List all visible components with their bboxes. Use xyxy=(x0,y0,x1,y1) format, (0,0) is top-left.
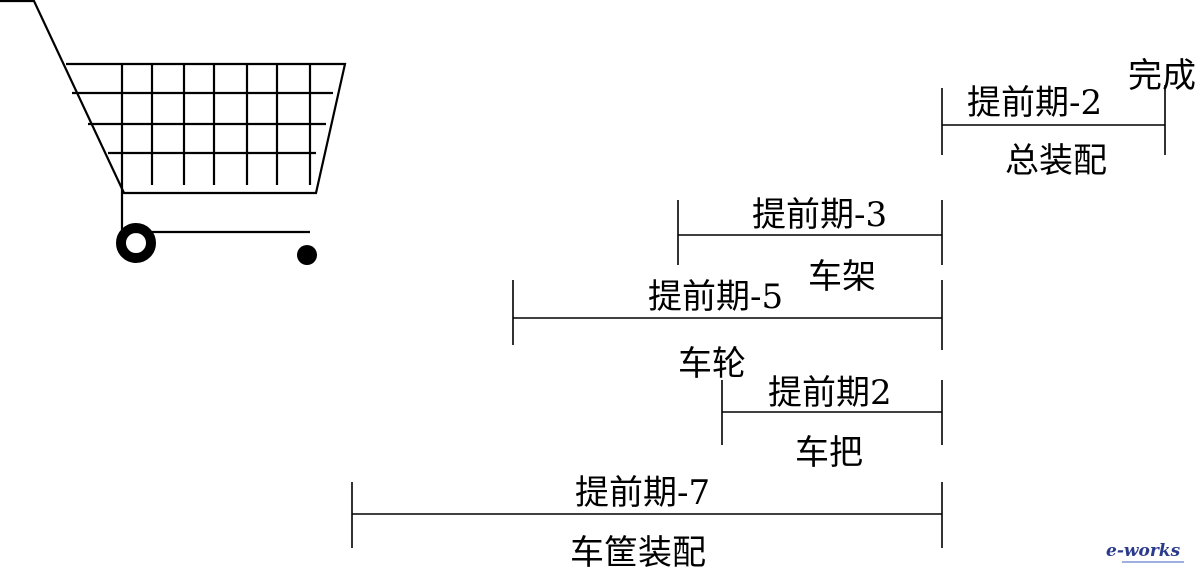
task-bar-wheel: 提前期-5 车轮 xyxy=(512,277,943,384)
lead-time-label: 提前期-5 xyxy=(648,277,783,317)
task-label: 车筐装配 xyxy=(570,533,706,572)
task-label: 车架 xyxy=(808,257,876,297)
task-bar-frame: 提前期-3 车架 xyxy=(677,195,943,297)
task-bar-basket-assembly: 提前期-7 车筐装配 xyxy=(351,473,943,572)
watermark-logo: e-works xyxy=(1106,541,1184,563)
lead-time-label: 提前期-3 xyxy=(752,195,887,235)
lead-time-label: 提前期-7 xyxy=(575,473,710,513)
task-label: 车轮 xyxy=(678,344,746,384)
task-label: 总装配 xyxy=(1005,141,1107,181)
lead-time-label: 提前期-2 xyxy=(967,83,1102,123)
task-label: 车把 xyxy=(795,433,863,473)
end-label: 完成 xyxy=(1128,56,1196,96)
lead-time-label: 提前期2 xyxy=(768,373,892,413)
task-bar-handlebar: 提前期2 车把 xyxy=(721,373,943,473)
watermark-text: e-works xyxy=(1106,541,1181,561)
shopping-cart-icon xyxy=(0,0,347,265)
task-bar-final-assembly: 提前期-2 总装配 完成 xyxy=(941,56,1196,181)
